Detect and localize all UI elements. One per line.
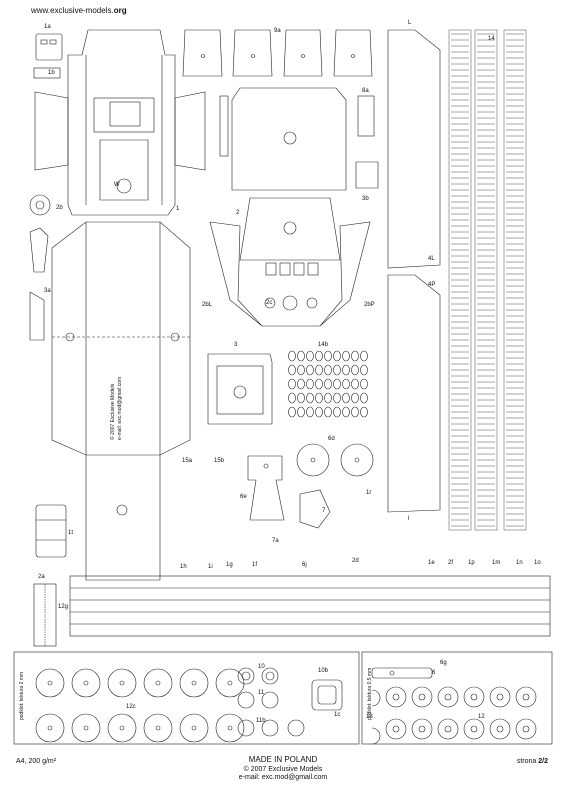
- paper-spec: A4, 200 g/m²: [16, 758, 57, 765]
- contact-email: e-mail: exc.mod@gmail.com: [238, 774, 328, 781]
- label-2b: 2b: [56, 205, 63, 211]
- label-2bL: 2bL: [202, 302, 213, 308]
- label-4P: 4P: [428, 282, 436, 288]
- label-3: 3: [234, 342, 238, 348]
- label-1a: 1a: [44, 24, 51, 30]
- label-4L: 4L: [428, 256, 435, 262]
- site-url-tld: org: [113, 6, 127, 15]
- label-2f: 2f: [448, 560, 454, 566]
- part-6-gun: [371, 667, 433, 679]
- part-1-hull-top: [34, 29, 206, 216]
- part-13: [371, 689, 381, 745]
- label-15a: 15a: [182, 458, 193, 464]
- label-10: 10: [258, 664, 265, 670]
- label-9a: 9a: [274, 28, 281, 34]
- label-2bP: 2bP: [364, 302, 375, 308]
- watermark-line2: e-mail: exc.mod@gmail.com: [117, 376, 123, 440]
- label-12c: 12c: [126, 704, 136, 710]
- label-2: 2: [236, 210, 240, 216]
- label-1f: 1f: [252, 562, 258, 568]
- part-14-track-links: [448, 29, 527, 531]
- page-indicator: strona 2/2: [517, 758, 548, 765]
- label-6j: 6j: [302, 562, 307, 568]
- label-3b: 3b: [362, 196, 369, 202]
- label-3a: 3a: [44, 288, 51, 294]
- part-2a-strips: [33, 575, 551, 647]
- label-l: l: [408, 516, 410, 522]
- page-number: 2/2: [538, 758, 548, 765]
- label-12: 12: [478, 714, 485, 720]
- label-1g: 1g: [226, 562, 233, 568]
- part-3-engine-deck: [207, 353, 273, 425]
- label-2c: 2c: [266, 300, 273, 306]
- label-1e: 1e: [428, 560, 435, 566]
- part-14b-wheel-rows: [288, 350, 368, 418]
- label-6g: 6g: [440, 660, 447, 666]
- part-10-11-wheels: [237, 667, 343, 737]
- side-note-left: podklet: tektura 2 mm: [19, 671, 25, 720]
- label-1: 1: [176, 206, 180, 212]
- label-6d: 6d: [328, 436, 335, 442]
- label-11b: 11b: [256, 718, 266, 724]
- label-2d: 2d: [352, 558, 359, 564]
- watermark-line1: © 2007 Exclusive Models: [110, 383, 116, 440]
- label-1i: 1i: [208, 564, 213, 570]
- made-in: MADE IN POLAND: [248, 755, 318, 764]
- part-tracks-left: [387, 29, 441, 513]
- page-prefix: strona: [516, 758, 539, 765]
- label-11: 11: [258, 690, 265, 696]
- part-12c-road-wheels: [35, 668, 245, 743]
- part-9a: [182, 29, 373, 77]
- part-turret-top: [219, 87, 379, 191]
- part-turret-sides: [209, 197, 371, 327]
- label-1m: 1m: [492, 560, 501, 566]
- site-url: www.exclusive-models.org: [31, 6, 127, 15]
- part-1t: [35, 504, 67, 558]
- part-hull-bottom: [51, 221, 191, 581]
- label-14: 14: [488, 36, 495, 42]
- label-6: 6: [432, 670, 436, 676]
- label-1b: 1b: [48, 70, 55, 76]
- label-10b: 10b: [318, 668, 329, 674]
- label-1o: 1o: [534, 560, 541, 566]
- label-2a: 2a: [38, 574, 45, 580]
- part-1a: [33, 33, 63, 79]
- label-1t: 1t: [68, 530, 74, 536]
- part-7: [299, 489, 331, 529]
- label-1n: 1n: [516, 560, 523, 566]
- label-13: 13: [366, 714, 373, 720]
- label-7a: 7a: [272, 538, 279, 544]
- label-W: W: [114, 182, 120, 188]
- label-7: 7: [322, 508, 326, 514]
- copyright: © 2007 Exclusive Models: [243, 766, 323, 773]
- label-15b: 15b: [214, 458, 225, 464]
- label-L: L: [408, 20, 412, 26]
- part-6d-wheels: [296, 443, 374, 477]
- label-8a: 8a: [362, 88, 369, 94]
- label-1c: 1c: [334, 712, 341, 718]
- part-12-idlers: [385, 686, 537, 740]
- part-6e: [247, 455, 285, 521]
- label-1h: 1h: [180, 564, 187, 570]
- side-note-right: podklet: tektura 0,5 mm: [367, 667, 373, 720]
- site-url-domain: www.exclusive-models.: [31, 6, 114, 15]
- label-12g: 12g: [58, 604, 69, 610]
- label-14b: 14b: [318, 342, 329, 348]
- label-6e: 6e: [240, 494, 247, 500]
- part-2b: [29, 194, 51, 341]
- label-1r: 1r: [366, 490, 372, 496]
- label-1p: 1p: [468, 560, 475, 566]
- bottom-frames: [13, 651, 553, 745]
